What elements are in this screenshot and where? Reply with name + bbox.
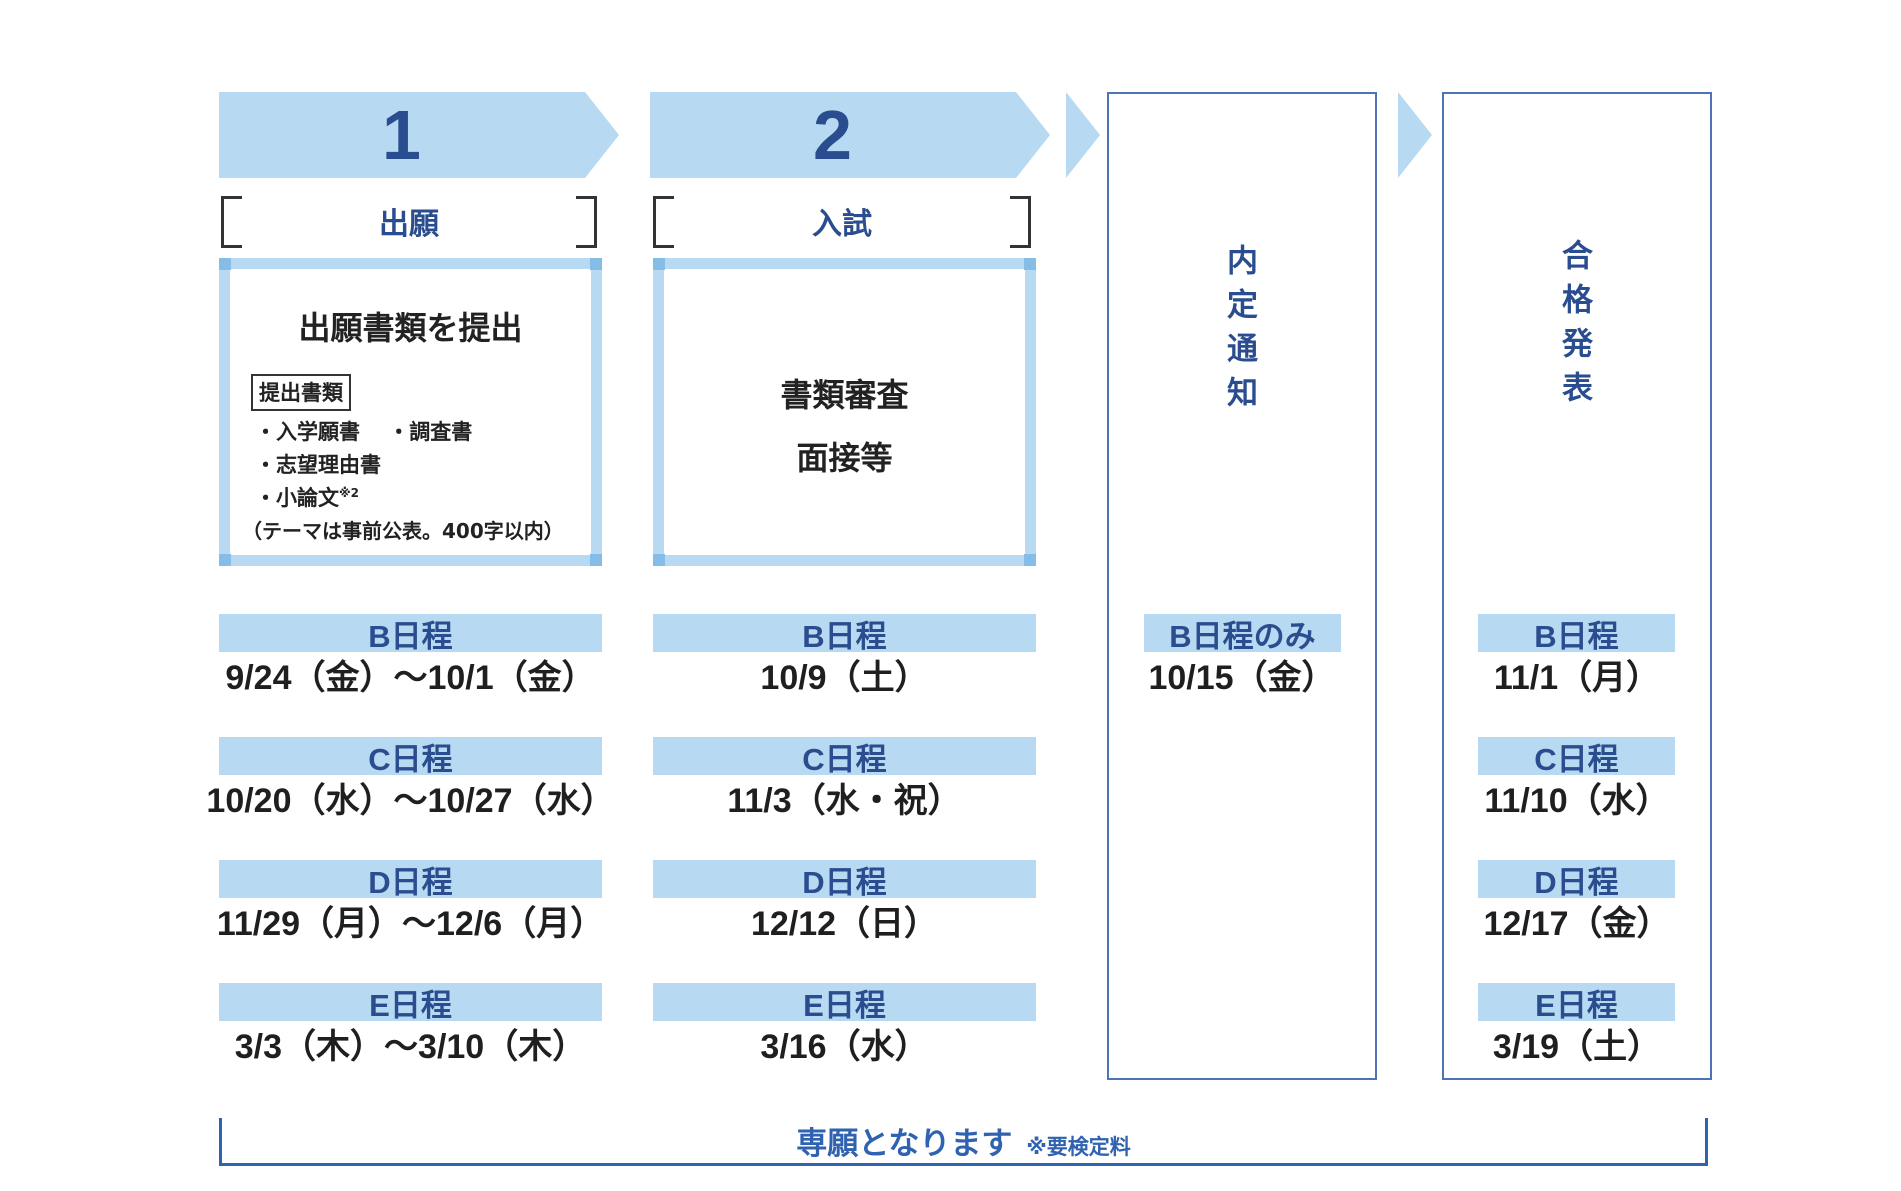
docs-label: 提出書類	[251, 374, 351, 411]
arrow-shape	[650, 92, 1050, 178]
exam-box-line1: 書類審査	[780, 376, 909, 414]
result-column: 合格発表	[1442, 92, 1712, 1080]
schedule-label: D日程	[1478, 860, 1675, 900]
naitei-column: 内定通知	[1107, 92, 1377, 1080]
schedule-label: D日程	[219, 860, 602, 900]
doc-line-text: ・小論文	[255, 486, 339, 510]
step-2-arrow: 2	[650, 92, 1050, 178]
schedule-label: E日程	[219, 983, 602, 1023]
naitei-title: 内定通知	[1221, 244, 1257, 420]
bracket-right	[1010, 196, 1031, 248]
footer-note: ※要検定料	[1026, 1135, 1131, 1159]
schedule-date: 10/15（金）	[1148, 658, 1336, 697]
schedule-label: D日程	[653, 860, 1036, 900]
schedule-date: 10/20（水）～10/27（水）	[206, 781, 615, 820]
step-1-header: 出願	[221, 196, 597, 248]
bracket-right	[576, 196, 597, 248]
schedule-label: B日程	[1478, 614, 1675, 654]
submit-documents-box: 出願書類を提出 提出書類 ・入学願書 ・調査書 ・志望理由書 ・小論文※2 （テ…	[219, 258, 602, 566]
schedule-label: C日程	[653, 737, 1036, 777]
schedule-label: B日程のみ	[1144, 614, 1341, 654]
schedule-date: 11/1（月）	[1493, 658, 1661, 697]
schedule-label: E日程	[653, 983, 1036, 1023]
step-number: 2	[813, 96, 852, 174]
schedule-date: 9/24（金）～10/1（金）	[225, 658, 596, 697]
schedule-label: B日程	[653, 614, 1036, 654]
schedule-date: 11/10（水）	[1484, 781, 1670, 820]
schedule-date: 3/16（水）	[760, 1027, 929, 1066]
note-mark: ※2	[339, 486, 360, 500]
exam-box-line2: 面接等	[796, 439, 893, 477]
arrow-shape	[219, 92, 619, 178]
theme-note: （テーマは事前公表。400字以内）	[242, 519, 564, 543]
schedule-date: 3/3（木）～3/10（木）	[234, 1027, 587, 1066]
schedule-date: 3/19（土）	[1492, 1027, 1662, 1066]
step-number: 1	[382, 96, 421, 174]
step-2-header: 入試	[653, 196, 1031, 248]
schedule-date: 11/3（水・祝）	[727, 781, 962, 820]
step-1-arrow: 1	[219, 92, 619, 178]
result-title: 合格発表	[1556, 239, 1592, 415]
submit-box-title: 出願書類を提出	[298, 309, 523, 347]
exam-box: 書類審査 面接等	[653, 258, 1036, 566]
bottom-bracket: 専願となります ※要検定料	[219, 1118, 1708, 1166]
schedule-label: E日程	[1478, 983, 1675, 1023]
schedule-date: 10/9（土）	[760, 658, 929, 697]
doc-line: ・志望理由書	[255, 453, 381, 477]
header-label: 出願	[379, 207, 439, 242]
chevron-right-icon	[1398, 92, 1432, 178]
chevron-right-icon	[1066, 92, 1100, 178]
schedule-label: C日程	[1478, 737, 1675, 777]
footer-text: 専願となります ※要検定料	[222, 1118, 1705, 1163]
schedule-label: B日程	[219, 614, 602, 654]
schedule-date: 12/17（金）	[1483, 904, 1671, 943]
bracket-left	[653, 196, 674, 248]
schedule-date: 12/12（日）	[750, 904, 939, 943]
doc-line: ・入学願書 ・調査書	[255, 420, 473, 444]
doc-line: ・小論文※2	[255, 482, 359, 512]
bracket-left	[221, 196, 242, 248]
schedule-date: 11/29（月）～12/6（月）	[216, 904, 605, 943]
schedule-label: C日程	[219, 737, 602, 777]
header-label: 入試	[812, 207, 872, 242]
footer-main: 専願となります	[796, 1126, 1013, 1162]
